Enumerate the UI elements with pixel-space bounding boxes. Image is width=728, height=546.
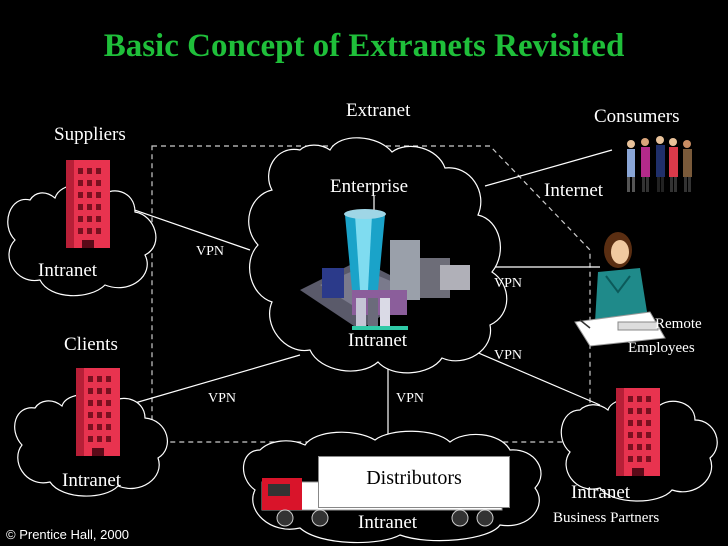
copyright-text: © Prentice Hall, 2000: [6, 527, 130, 542]
partners-intranet-label: Intranet: [571, 482, 631, 503]
clients-intranet-label: Intranet: [62, 470, 122, 491]
vpn-remote-label: VPN: [494, 276, 523, 291]
clients-building-icon: [76, 368, 120, 456]
consumers-people-icon: [627, 136, 692, 192]
enterprise-skyline-icon: [300, 196, 470, 330]
suppliers-intranet-label: Intranet: [38, 260, 98, 281]
distributors-label: Distributors: [366, 467, 462, 489]
distributors-intranet-label: Intranet: [358, 512, 418, 533]
distributors-box: Distributors: [318, 456, 510, 508]
enterprise-label: Enterprise: [330, 176, 409, 197]
business-partners-label: Business Partners: [553, 510, 660, 526]
enterprise-intranet-label: Intranet: [348, 330, 408, 351]
page-title: Basic Concept of Extranets Revisited: [103, 28, 625, 64]
vpn-suppliers-label: VPN: [196, 244, 225, 259]
clients-label: Clients: [64, 334, 118, 355]
suppliers-building-icon: [66, 160, 110, 248]
employees-label: Employees: [628, 340, 695, 356]
consumers-label: Consumers: [594, 106, 680, 127]
suppliers-label: Suppliers: [54, 124, 126, 145]
internet-label: Internet: [544, 180, 604, 201]
vpn-partners-label: VPN: [494, 348, 523, 363]
extranet-label: Extranet: [346, 100, 411, 121]
vpn-distributors-label: VPN: [396, 391, 425, 406]
remote-employee-icon: [574, 232, 666, 347]
partners-building-icon: [616, 388, 660, 476]
remote-label: Remote: [655, 316, 702, 332]
vpn-clients-label: VPN: [208, 391, 237, 406]
